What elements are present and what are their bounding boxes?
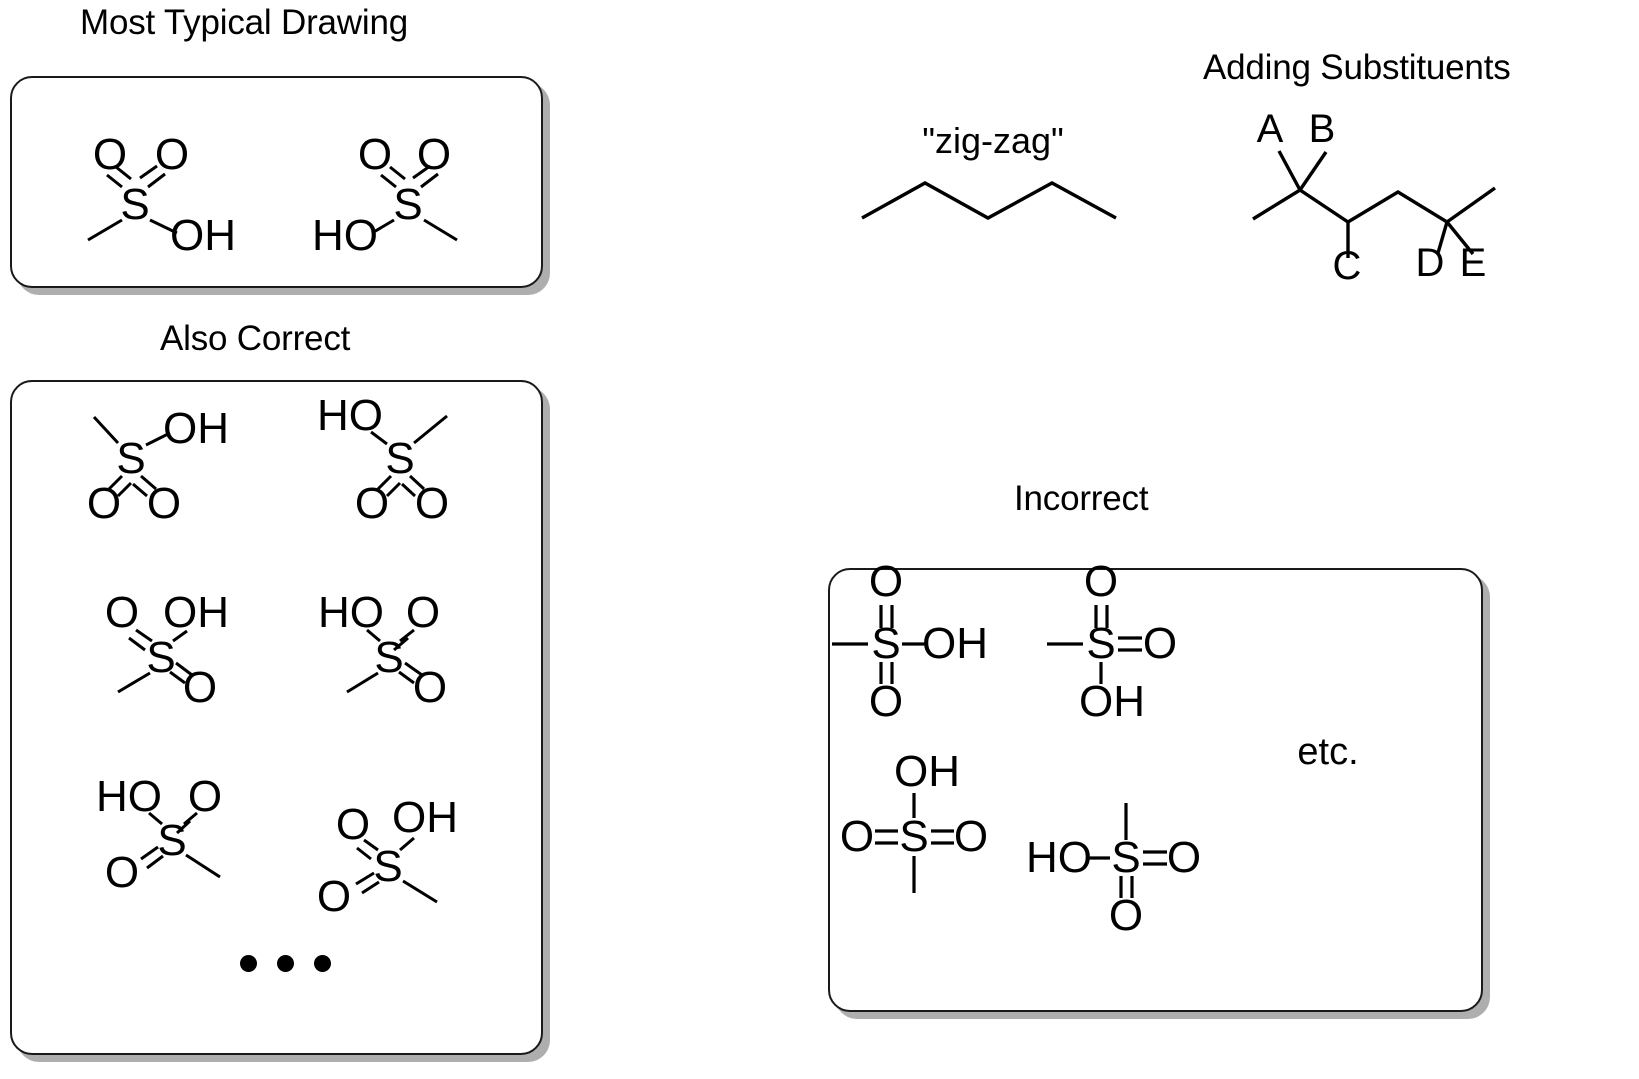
atom-o: O [839, 812, 875, 861]
atom-oh: OH [922, 619, 988, 668]
adding-substituents-title: Adding Substituents [1203, 48, 1511, 87]
atom-o: O [146, 479, 182, 528]
atom-o: O [405, 588, 441, 637]
atom-o: O [357, 130, 393, 179]
atom-oh: OH [1079, 677, 1145, 726]
atom-ho: HO [318, 588, 384, 637]
zigzag-title: "zig-zag" [922, 120, 1064, 161]
atom-oh: OH [163, 404, 229, 453]
atom-o: O [1083, 557, 1119, 606]
atom-s: S [871, 619, 901, 668]
atom-o: O [335, 800, 371, 849]
atom-o: O [154, 130, 190, 179]
incorrect-title: Incorrect [1014, 479, 1149, 518]
atom-o: O [187, 772, 223, 821]
atom-o: O [416, 130, 452, 179]
atom-s: S [116, 434, 146, 483]
atom-o: O [1108, 891, 1144, 940]
etc-note: etc. [1297, 731, 1359, 773]
atom-oh: OH [894, 747, 960, 796]
atom-o: O [354, 479, 390, 528]
atom-o: O [92, 130, 128, 179]
atom-s: S [899, 812, 929, 861]
substituent-label-e: E [1459, 241, 1487, 285]
atom-s: S [393, 180, 423, 229]
atom-s: S [385, 434, 415, 483]
atom-o: O [868, 557, 904, 606]
most-typical-panel [10, 76, 543, 288]
atom-o: O [1166, 833, 1202, 882]
atom-o: O [414, 479, 450, 528]
atom-o: O [86, 479, 122, 528]
atom-s: S [374, 633, 404, 682]
dot [314, 955, 331, 972]
atom-o: O [104, 848, 140, 897]
atom-ho: HO [317, 391, 383, 440]
atom-oh: OH [170, 211, 236, 260]
atom-s: S [120, 180, 150, 229]
substituent-label-b: B [1308, 107, 1336, 151]
atom-o: O [953, 812, 989, 861]
atom-o: O [1142, 619, 1178, 668]
atom-o: O [316, 872, 352, 921]
atom-s: S [1086, 619, 1116, 668]
atom-oh: OH [163, 588, 229, 637]
atom-s: S [1111, 833, 1141, 882]
atom-o: O [104, 588, 140, 637]
also-correct-panel [10, 380, 543, 1055]
most-typical-title: Most Typical Drawing [80, 3, 408, 42]
incorrect-panel [828, 568, 1483, 1012]
atom-ho: HO [96, 772, 162, 821]
also-correct-title: Also Correct [160, 319, 351, 358]
dot [277, 955, 294, 972]
atom-oh: OH [392, 793, 458, 842]
atom-ho: HO [312, 211, 378, 260]
substituent-label-a: A [1256, 107, 1284, 151]
ellipsis-dots [240, 955, 331, 972]
dot [240, 955, 257, 972]
atom-o: O [868, 677, 904, 726]
atom-ho: HO [1026, 833, 1092, 882]
